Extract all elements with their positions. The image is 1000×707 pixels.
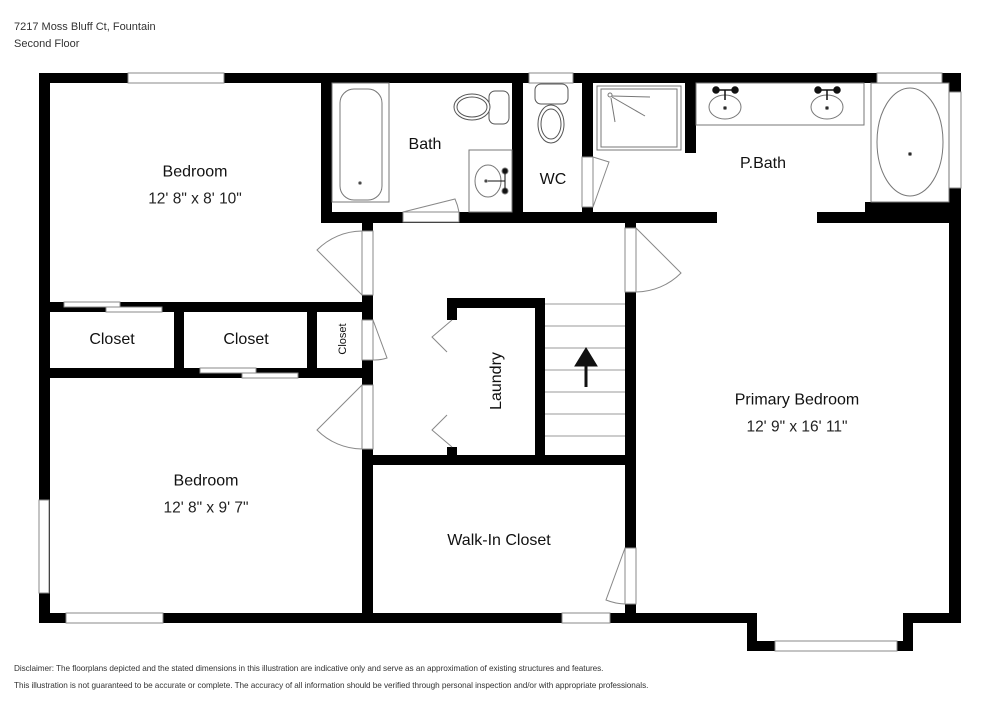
room-closet-left: Closet <box>89 331 134 349</box>
faucet-icons <box>712 86 841 100</box>
disclaimer-line-2: This illustration is not guaranteed to b… <box>14 681 649 690</box>
toilet-icon-bath <box>453 90 510 125</box>
room-dimensions: 12' 8" x 9' 7" <box>163 499 249 517</box>
sink-icon-bath <box>468 149 513 213</box>
doors <box>63 156 682 605</box>
room-bedroom-bottom: Bedroom 12' 8" x 9' 7" <box>163 473 248 518</box>
room-primary-bedroom: Primary Bedroom 12' 9" x 16' 11" <box>735 392 859 437</box>
disclaimer-line-1: Disclaimer: The floorplans depicted and … <box>14 664 604 673</box>
room-name: Bedroom <box>162 163 228 181</box>
room-bedroom-top: Bedroom 12' 8" x 8' 10" <box>148 164 242 209</box>
windows <box>38 72 962 652</box>
room-bath: Bath <box>409 136 442 154</box>
room-name: P.Bath <box>740 155 786 172</box>
room-closet-small: Closet <box>337 323 349 355</box>
room-dimensions: 12' 8" x 8' 10" <box>148 190 242 208</box>
room-closet-middle: Closet <box>223 331 268 349</box>
bathtub-icon <box>331 82 390 203</box>
floor-label: Second Floor <box>14 38 80 50</box>
stairs-arrow-icon <box>574 347 598 387</box>
room-dimensions: 12' 9" x 16' 11" <box>746 418 848 436</box>
room-name: Closet <box>223 331 269 348</box>
room-name: Primary Bedroom <box>734 391 860 409</box>
room-walk-in-closet: Walk-In Closet <box>447 532 550 550</box>
toilet-icon-wc <box>534 83 569 144</box>
soaking-tub-icon <box>870 82 950 203</box>
shower-icon <box>596 85 682 151</box>
property-address: 7217 Moss Bluff Ct, Fountain <box>14 21 156 33</box>
room-name: Bath <box>408 136 442 153</box>
room-pbath: P.Bath <box>740 155 786 173</box>
room-name: WC <box>539 171 567 188</box>
room-name: Closet <box>89 331 135 348</box>
room-name: Bedroom <box>173 472 239 490</box>
room-laundry: Laundry <box>488 352 505 410</box>
room-name: Walk-In Closet <box>447 532 551 549</box>
room-wc: WC <box>540 171 567 189</box>
